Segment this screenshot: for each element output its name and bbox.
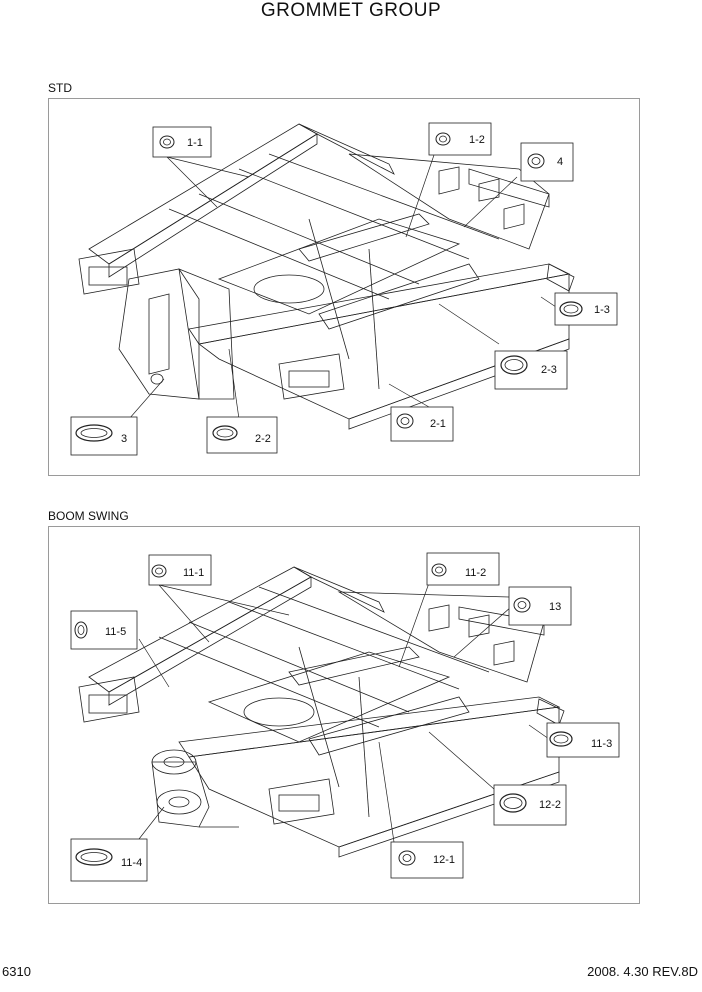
callout-4[interactable]: 4: [520, 142, 574, 182]
callout-label: 11-4: [121, 857, 142, 869]
callout-label: 3: [121, 433, 127, 445]
frame-drawing-std: 1-1 1-2 4 1-3 2-3: [70, 122, 618, 456]
page-number: 6310: [2, 964, 31, 979]
callout-3[interactable]: 3: [70, 416, 138, 456]
callout-label: 11-1: [183, 567, 204, 579]
callout-1-2[interactable]: 1-2: [428, 122, 492, 156]
callout-label: 1-1: [187, 137, 203, 149]
revision-date: 2008. 4.30 REV.8D: [587, 964, 698, 979]
callout-label: 2-3: [541, 364, 557, 376]
callout-12-2[interactable]: 12-2: [493, 784, 567, 826]
callout-12-1[interactable]: 12-1: [390, 841, 464, 879]
leader-lines-boom-swing: [138, 582, 550, 843]
callout-2-1[interactable]: 2-1: [390, 406, 454, 442]
section-label-std: STD: [48, 81, 72, 95]
callout-label: 1-3: [594, 304, 610, 316]
section-label-boom-swing: BOOM SWING: [48, 509, 129, 523]
callout-2-3[interactable]: 2-3: [494, 350, 568, 390]
callout-1-1[interactable]: 1-1: [152, 126, 212, 158]
callout-11-2[interactable]: 11-2: [426, 552, 500, 586]
callout-label: 11-2: [465, 567, 486, 579]
diagram-panel-boom-swing: 11-1 11-2 13 11-5 11-3: [48, 526, 640, 904]
callout-1-3[interactable]: 1-3: [554, 292, 618, 326]
callout-label: 11-3: [591, 738, 612, 750]
diagram-panel-std: 1-1 1-2 4 1-3 2-3: [48, 98, 640, 476]
lower-frame-illustration: [78, 123, 575, 430]
callout-11-4[interactable]: 11-4: [70, 838, 148, 882]
callout-label: 4: [557, 156, 563, 168]
callout-label: 1-2: [469, 134, 485, 146]
callout-label: 2-2: [255, 433, 271, 445]
callout-2-2[interactable]: 2-2: [206, 416, 278, 454]
callout-label: 11-5: [105, 626, 126, 638]
callout-11-1[interactable]: 11-1: [148, 554, 212, 586]
callout-label: 12-2: [539, 799, 561, 811]
leader-lines-std: [128, 154, 560, 420]
callout-11-3[interactable]: 11-3: [546, 722, 620, 758]
page-title: GROMMET GROUP: [260, 0, 442, 21]
frame-drawing-boom-swing: 11-1 11-2 13 11-5 11-3: [70, 552, 620, 882]
callout-label: 2-1: [430, 418, 446, 430]
callout-label: 12-1: [433, 854, 455, 866]
callout-label: 13: [549, 601, 561, 613]
callout-13[interactable]: 13: [508, 586, 572, 626]
lower-frame-illustration: [78, 566, 565, 858]
callout-11-5[interactable]: 11-5: [70, 610, 138, 650]
